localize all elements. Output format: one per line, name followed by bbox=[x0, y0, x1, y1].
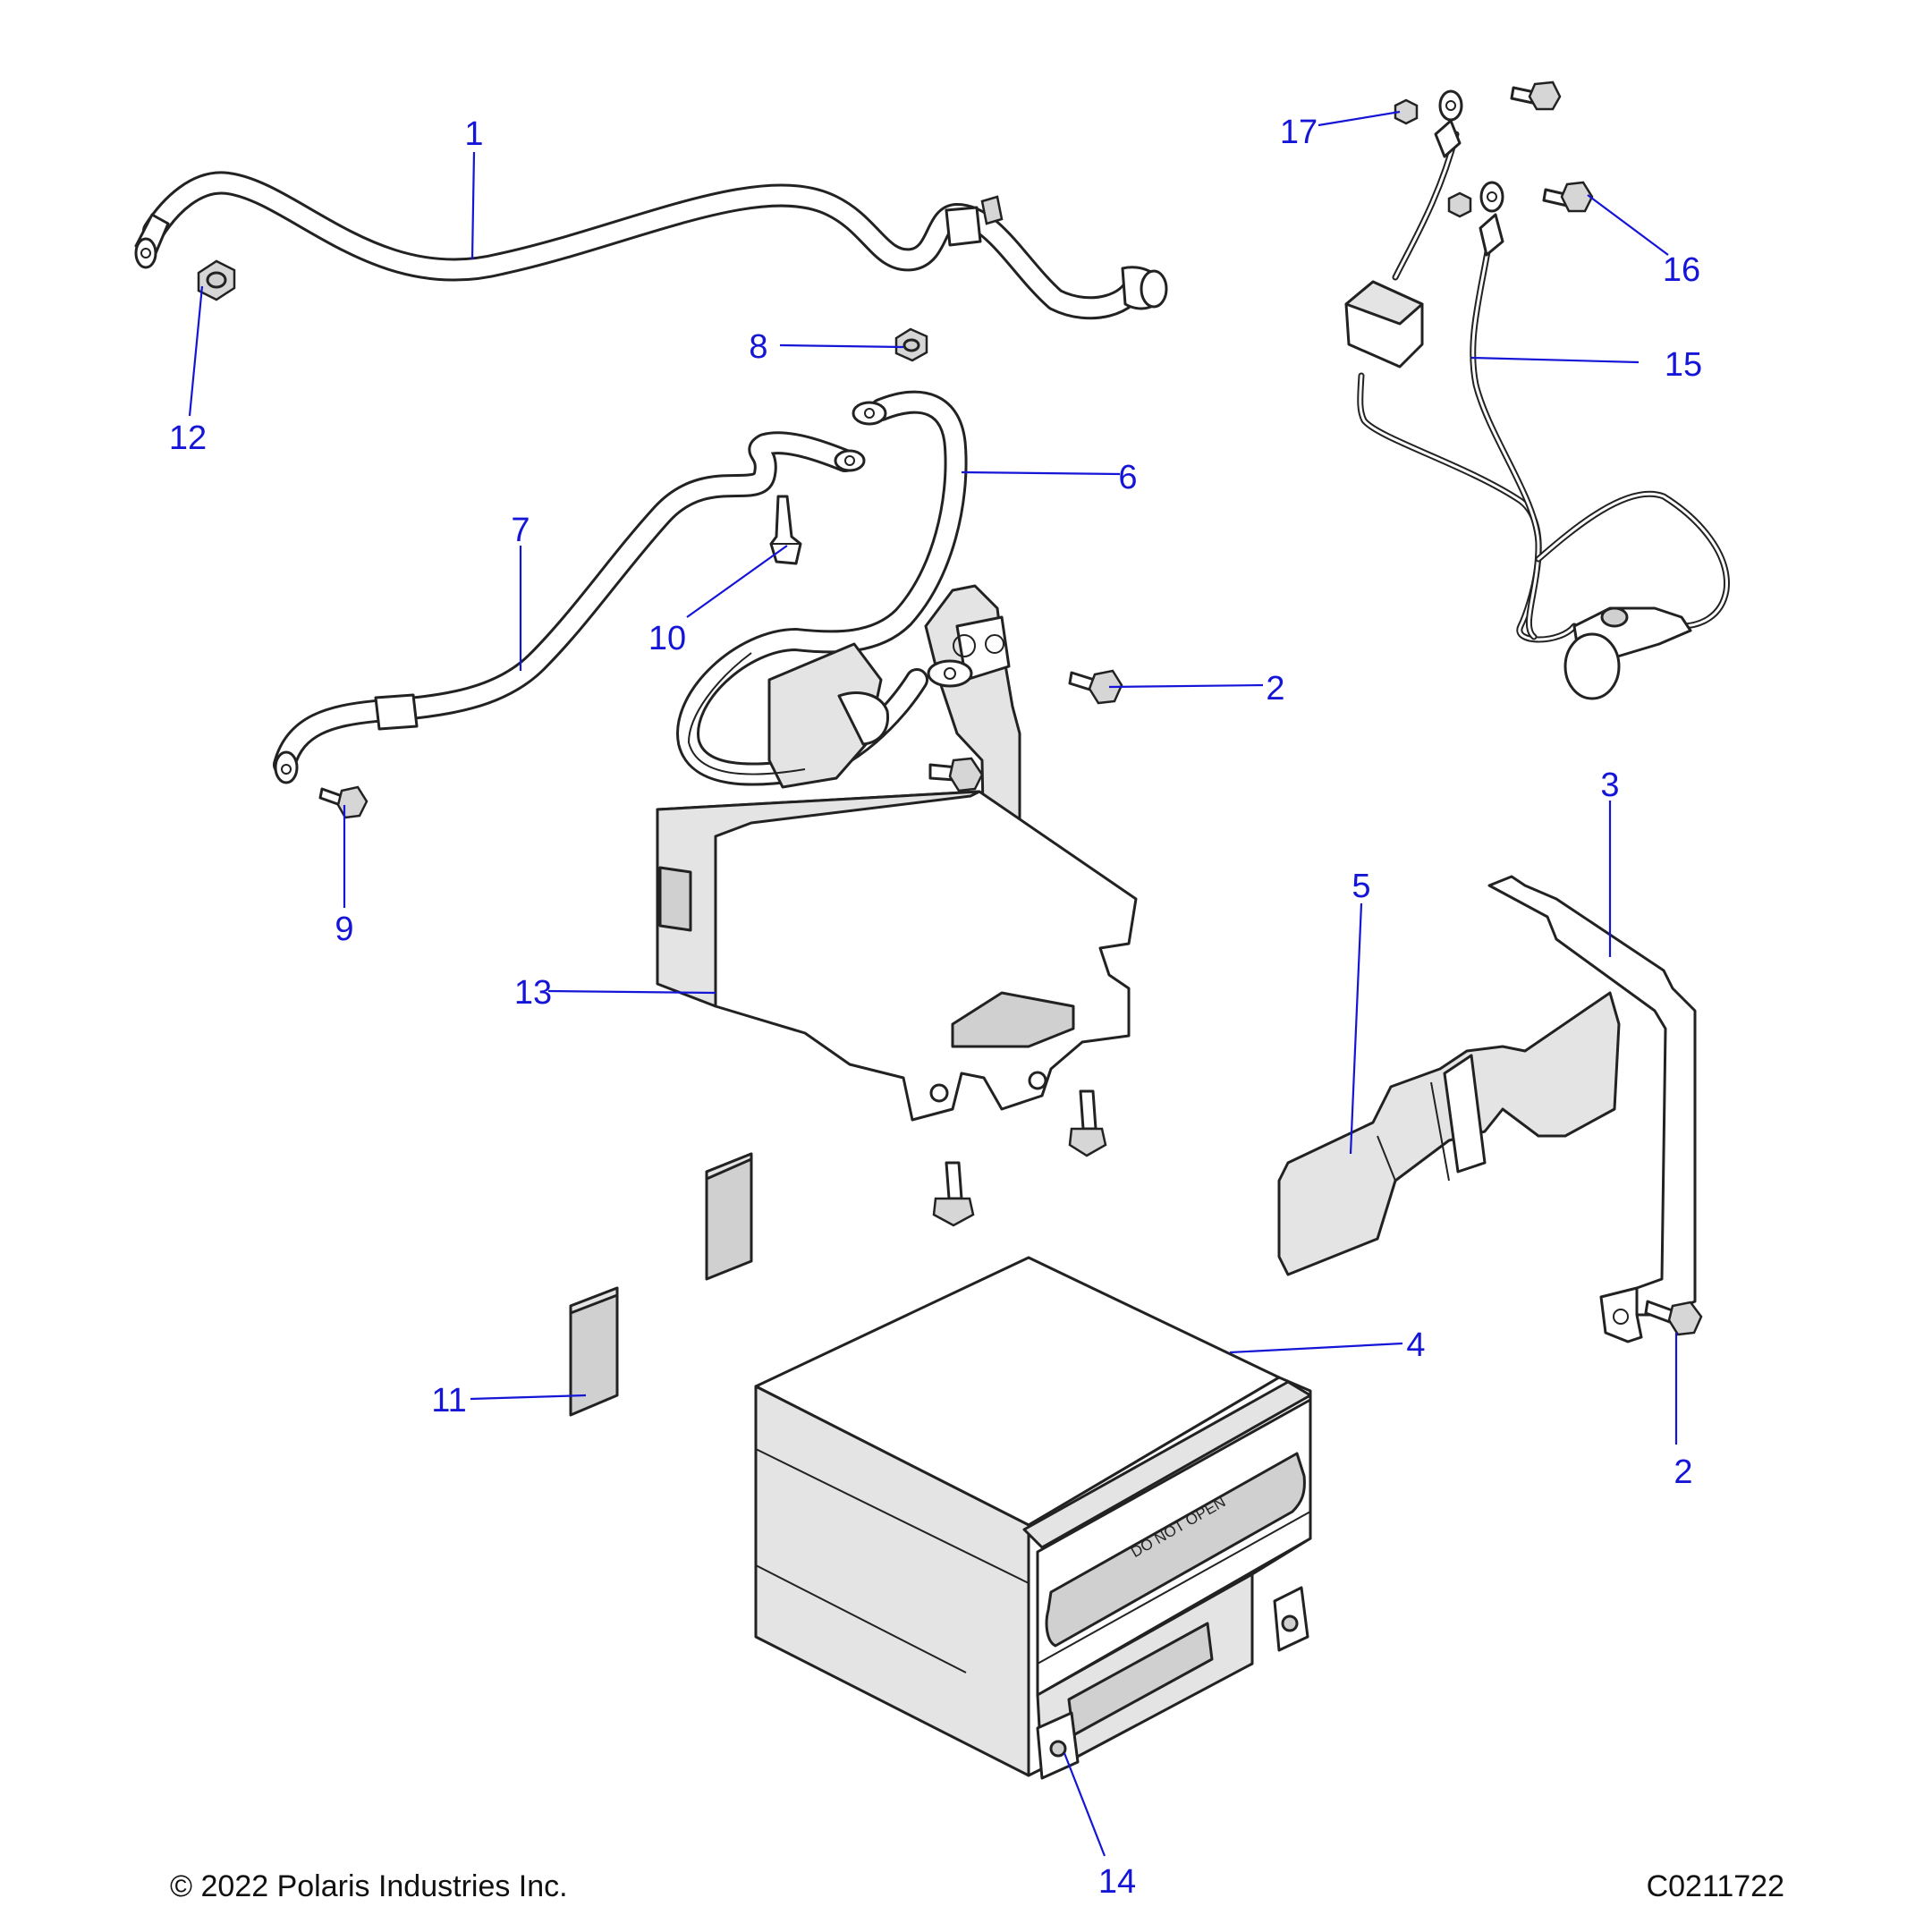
callout-8: 8 bbox=[749, 328, 767, 366]
callout-17: 17 bbox=[1280, 114, 1318, 151]
callout-5: 5 bbox=[1352, 868, 1370, 905]
part-10-push-rivet bbox=[769, 495, 802, 565]
part-16-screws bbox=[1510, 80, 1594, 213]
callout-1: 1 bbox=[464, 115, 483, 153]
callout-9: 9 bbox=[335, 911, 353, 948]
part-8-nut bbox=[894, 327, 928, 362]
drawing-id: C0211722 bbox=[1647, 1869, 1784, 1903]
callout-7: 7 bbox=[511, 512, 530, 549]
part-4-battery: DO NOT OPEN bbox=[754, 1256, 1312, 1780]
leader-lines bbox=[188, 110, 1678, 1857]
part-12-flange-nut bbox=[197, 259, 236, 301]
part-15-power-outlet-harness bbox=[1344, 89, 1730, 700]
callout-10: 10 bbox=[648, 620, 686, 657]
copyright-text: © 2022 Polaris Industries Inc. bbox=[170, 1869, 568, 1903]
part-3-hold-down-strap bbox=[1487, 875, 1697, 1343]
callout-13: 13 bbox=[514, 974, 552, 1012]
callout-15: 15 bbox=[1665, 346, 1702, 384]
callout-16: 16 bbox=[1663, 251, 1700, 289]
callout-11: 11 bbox=[431, 1382, 466, 1419]
part-17-nuts bbox=[1394, 98, 1472, 218]
part-1-main-cable bbox=[134, 171, 1168, 320]
callout-3: 3 bbox=[1600, 767, 1619, 804]
part-2-screw-lower bbox=[1644, 1300, 1703, 1336]
callout-14: 14 bbox=[1098, 1863, 1136, 1901]
callout-numbers: 1 2 2 3 4 5 6 7 8 9 10 11 12 13 14 15 16… bbox=[169, 114, 1702, 1901]
part-5-cover bbox=[1277, 991, 1621, 1276]
callout-4: 4 bbox=[1406, 1326, 1425, 1364]
callout-2-upper: 2 bbox=[1266, 670, 1284, 708]
callout-6: 6 bbox=[1118, 459, 1137, 496]
callout-12: 12 bbox=[169, 419, 207, 457]
callout-2-lower: 2 bbox=[1674, 1453, 1692, 1491]
part-7-cable bbox=[273, 431, 866, 784]
part-13-battery-tray bbox=[656, 584, 1138, 1227]
part-11-pads bbox=[569, 1152, 753, 1417]
part-2-screw-upper bbox=[1068, 669, 1123, 705]
